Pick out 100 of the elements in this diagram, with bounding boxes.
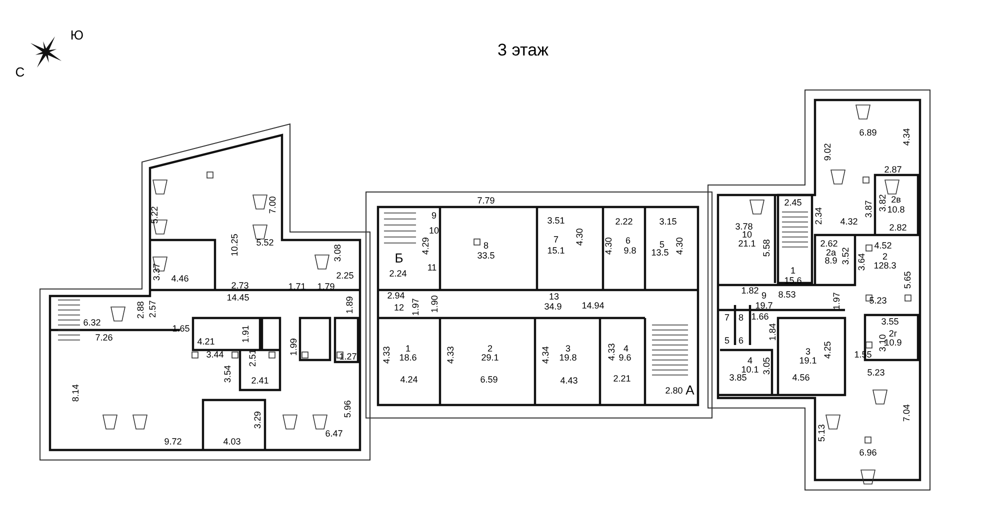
dimension-text: 4.30 (576, 228, 584, 246)
dimension-text: 4.24 (400, 376, 418, 384)
floor-title: 3 этаж (498, 39, 548, 62)
dimension-text: 2.41 (251, 376, 269, 386)
dimension-text: 4.33 (608, 343, 616, 361)
direction-letter: Ю (70, 28, 84, 42)
room-area: 15.1 (547, 246, 565, 256)
dimension-text: 2.34 (814, 207, 824, 225)
room-number: 4 (624, 344, 628, 354)
dimension-text: 3.44 (206, 350, 224, 360)
dimension-text: 2.88 (136, 301, 146, 319)
room-number: 1 (406, 344, 410, 354)
room-area: 13.5 (651, 248, 669, 258)
room-number: 5 (660, 240, 664, 250)
dimension-text: 3.64 (858, 253, 866, 271)
room-number: 2а (826, 248, 836, 258)
dimension-text: 8.53 (778, 290, 796, 300)
dimension-text: 3.08 (334, 244, 342, 262)
dimension-text: 1.66 (751, 312, 769, 322)
room-number: 3 (566, 344, 570, 354)
dimension-text: 2.94 (387, 292, 405, 300)
room-area: 18.6 (399, 354, 417, 362)
direction-letter: А (686, 384, 694, 396)
dimension-text: 6.32 (83, 318, 101, 328)
direction-letter: С (15, 66, 25, 78)
dimension-text: 2.57 (148, 300, 158, 318)
dimension-text: 3.55 (881, 318, 899, 326)
dimension-text: 4.34 (902, 128, 912, 146)
room-number: 7 (724, 314, 730, 322)
dimension-text: 3.78 (735, 222, 753, 232)
dimension-text: 3.15 (659, 218, 677, 226)
room-number: 8 (484, 242, 488, 250)
dimension-text: 1.91 (242, 325, 250, 343)
dimension-text: 1.99 (290, 338, 298, 356)
dimension-text: 8.14 (72, 384, 80, 402)
room-number: 2 (488, 344, 492, 354)
dimension-text: 6.89 (859, 128, 877, 138)
dimension-text: 2.21 (613, 374, 631, 384)
dimension-text: 2.82 (889, 224, 907, 232)
room-number: 7 (554, 236, 558, 244)
dimension-text: 2.62 (820, 240, 838, 248)
dimension-text: 3.54 (224, 365, 232, 383)
dimension-text: 4.32 (840, 218, 858, 226)
dimension-text: 1.27 (339, 352, 357, 362)
dimension-text: 3.37 (152, 263, 162, 281)
dimension-text: 2.73 (231, 282, 249, 290)
dimension-text: 3.52 (842, 247, 850, 265)
dimension-text: 5.58 (762, 239, 772, 257)
dimension-text: 5.13 (818, 424, 826, 442)
dimension-text: 1.89 (346, 296, 354, 314)
room-area: 9.8 (624, 246, 636, 256)
room-number: 4 (748, 356, 752, 366)
dimension-text: 1.84 (768, 323, 778, 341)
room-number: 11 (427, 264, 437, 272)
room-area: 9.6 (618, 354, 632, 362)
dimension-text: 7.79 (477, 196, 495, 206)
dimension-text: 9.72 (164, 438, 182, 446)
room-area: 10.9 (884, 338, 902, 348)
dimension-text: 6.96 (859, 448, 877, 458)
room-number: 12 (394, 304, 404, 312)
dimension-text: 5.52 (256, 238, 274, 248)
room-area: 34.9 (544, 302, 562, 312)
room-number: 10 (429, 226, 439, 236)
dimension-text: 1.79 (317, 282, 335, 292)
room-area: 19.8 (559, 354, 577, 362)
room-area: 19.7 (755, 302, 773, 310)
dimension-text: 2.45 (784, 198, 802, 208)
dimension-text: 2.22 (615, 218, 633, 226)
room-area: 10.8 (887, 206, 905, 214)
dimension-text: 1.71 (288, 282, 306, 292)
dimension-text: 5.96 (344, 400, 352, 418)
dimension-text: 4.25 (824, 341, 832, 359)
dimension-text: 5.65 (904, 271, 912, 289)
dimension-text: 4.46 (171, 274, 189, 284)
dimension-text: 14.45 (226, 294, 250, 302)
dimension-text: 4.30 (604, 237, 614, 255)
dimension-text: 4.30 (676, 237, 684, 255)
dimension-text: 2.25 (336, 272, 354, 280)
dimension-text: 3.85 (729, 374, 747, 382)
direction-letter: Б (394, 252, 404, 264)
dimension-text: 4.52 (874, 242, 892, 250)
dimension-text: 5.23 (869, 296, 887, 306)
dimension-text: 4.29 (422, 237, 430, 255)
room-number: 8 (738, 314, 744, 322)
dimension-text: 4.03 (223, 438, 241, 446)
dimension-text: 6.47 (325, 430, 343, 438)
dimension-text: 14.94 (582, 302, 604, 310)
dimension-text: 2.80 (665, 386, 683, 396)
room-number: 2г (888, 330, 898, 338)
dimension-text: 4.33 (382, 346, 392, 364)
room-number: 5 (724, 336, 730, 346)
dimension-text: 2.87 (884, 166, 902, 174)
dimension-text: 4.21 (197, 338, 215, 346)
room-area: 128.3 (874, 262, 896, 270)
room-number: 13 (549, 292, 559, 302)
dimension-text: 5.23 (867, 368, 885, 378)
room-area: 21.1 (738, 240, 756, 248)
dimension-text: 1.82 (741, 286, 759, 296)
room-number: 3 (806, 348, 810, 356)
dimension-text: 3.87 (864, 200, 874, 218)
